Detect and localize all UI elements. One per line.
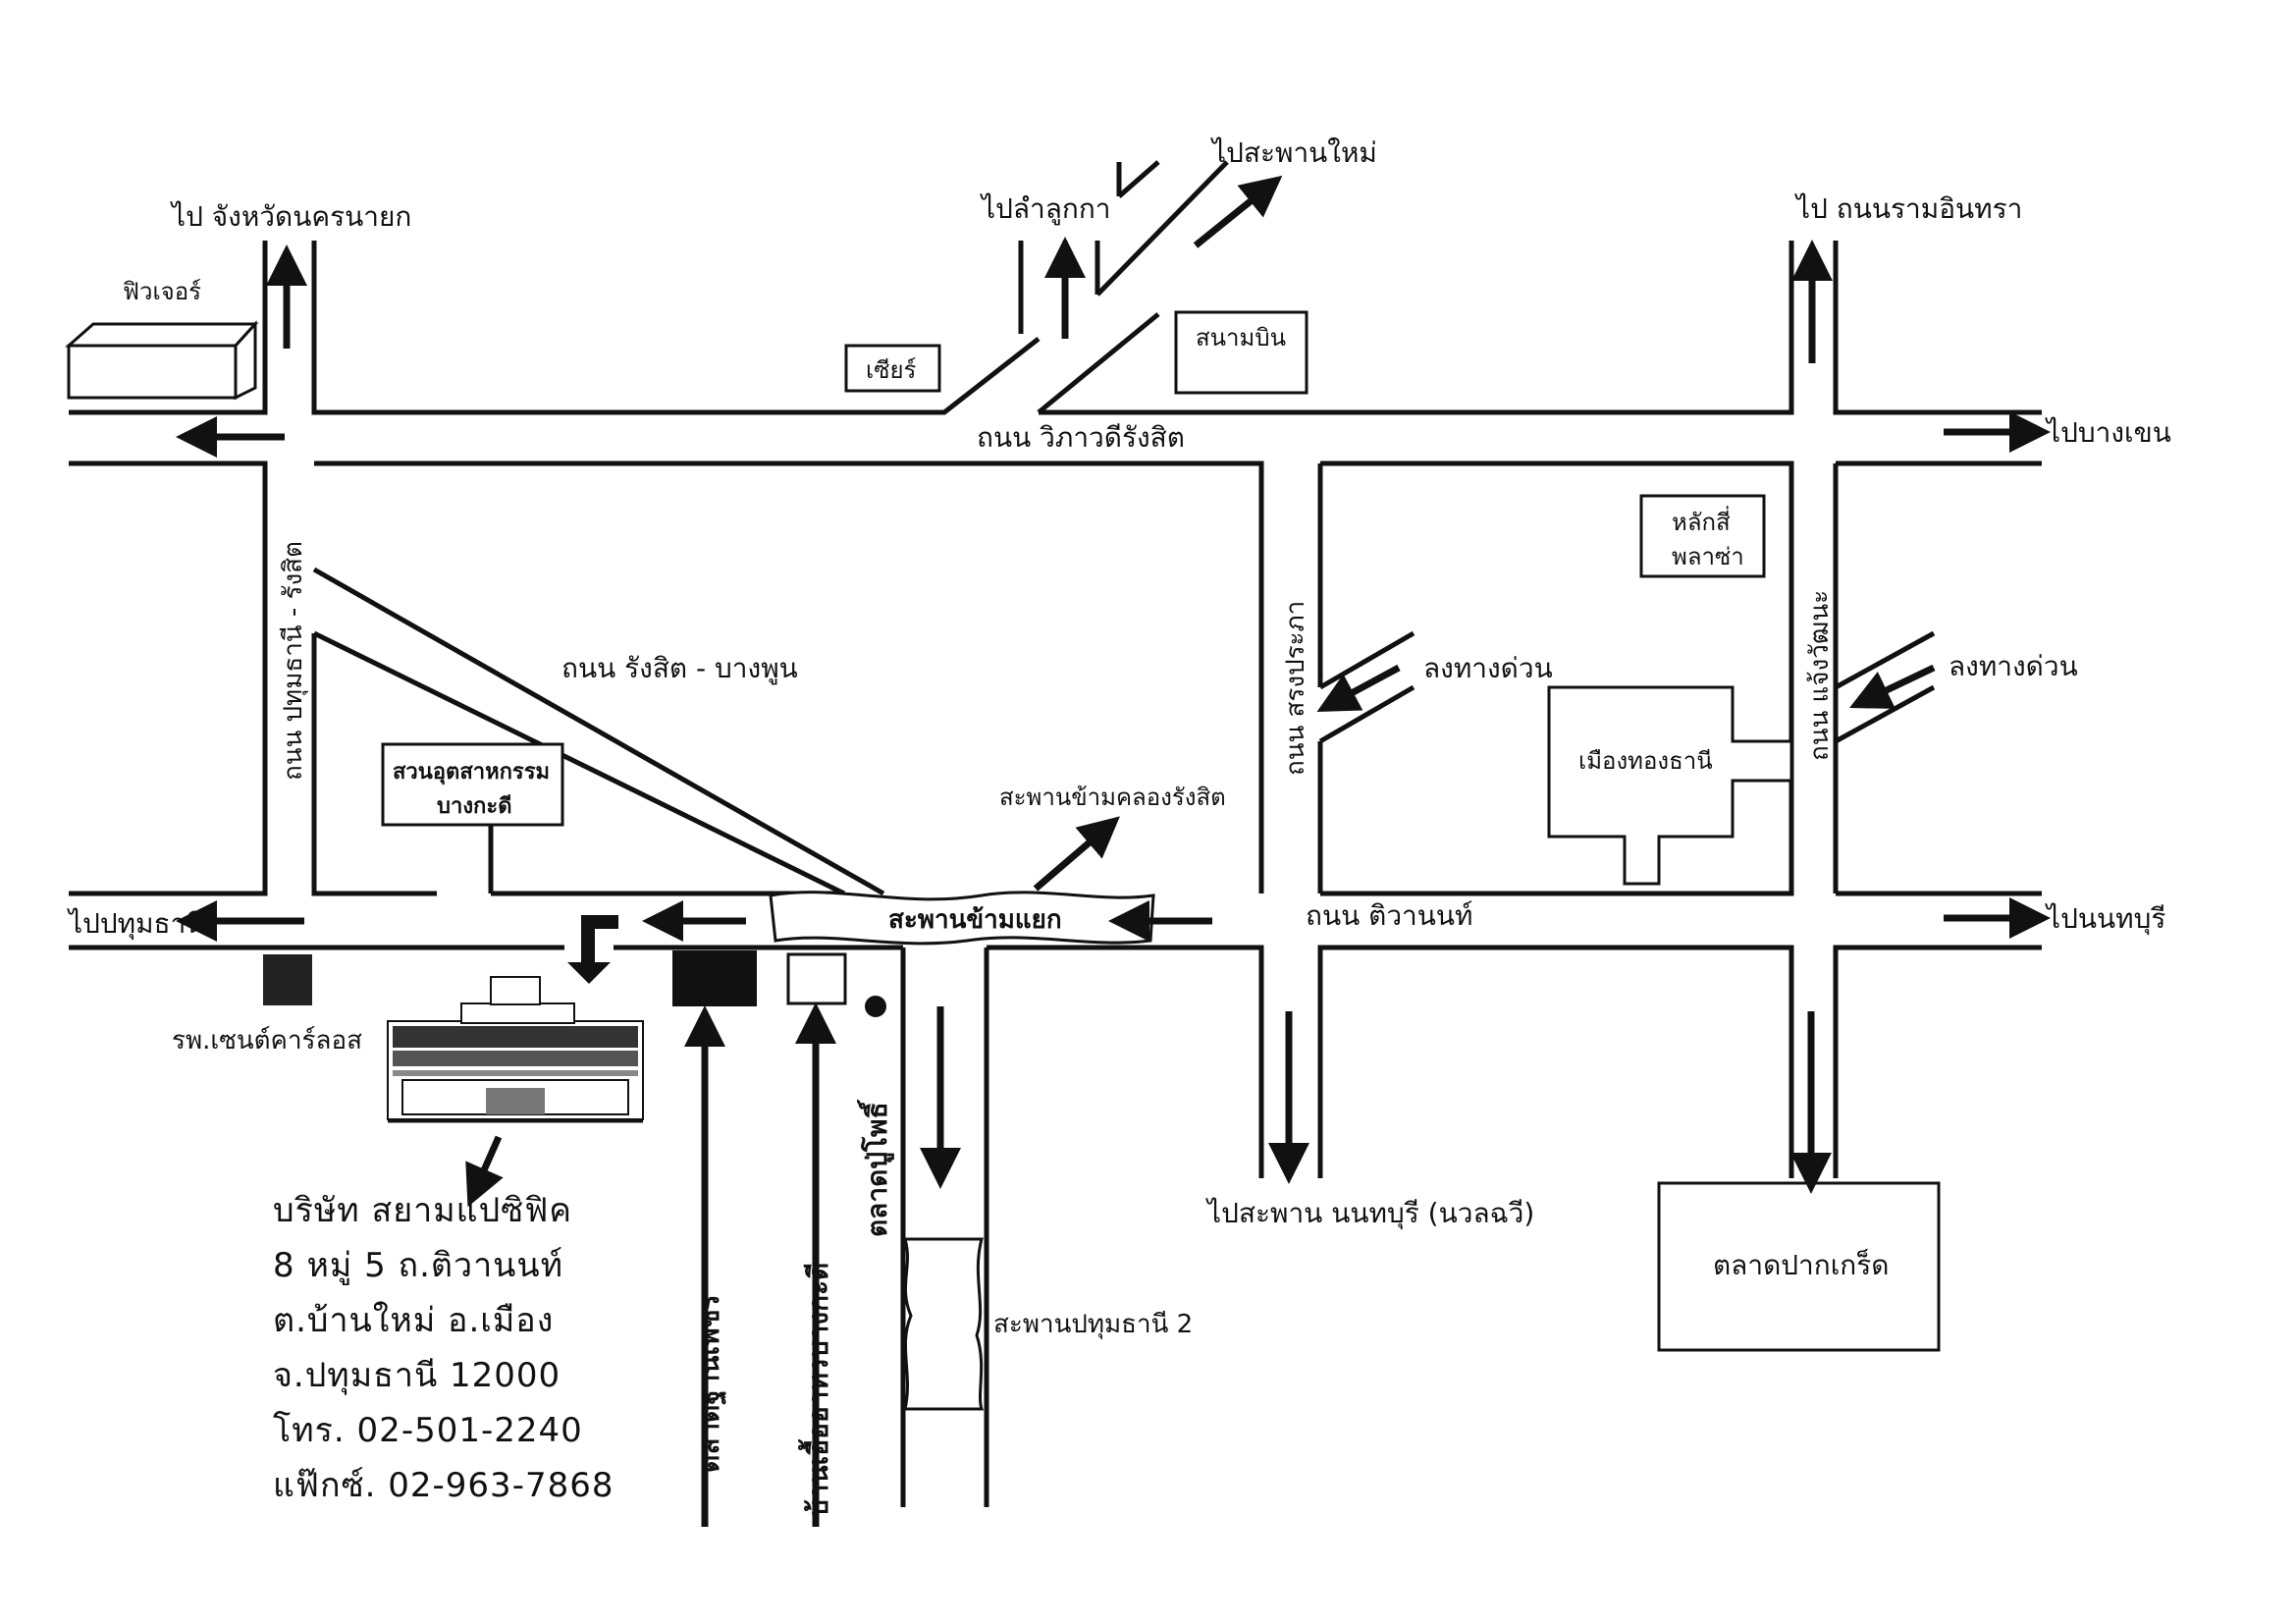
- fax: แฟ๊กซ์. 02-963-7868: [273, 1466, 614, 1505]
- sears-box: [844, 344, 941, 393]
- label-tiwanon-rd: ถนน ติวานนท์: [1306, 899, 1473, 932]
- label-pathum-thani: ไปปทุมธานี: [67, 907, 205, 941]
- direction-arrows: [176, 175, 2051, 1527]
- phone: โทร. 02-501-2240: [273, 1411, 583, 1450]
- pak-kret-box: [1657, 1181, 1941, 1352]
- lak-si-box: [1639, 494, 1766, 578]
- label-nakhon-nayok: ไป จังหวัดนครนายก: [170, 200, 411, 233]
- label-industrial-1: สวนอุตสาหกรรม: [393, 760, 550, 785]
- address-line-2: ต.บ้านใหม่ อ.เมือง: [273, 1301, 555, 1340]
- label-expressway-1: ลงทางด่วน: [1423, 652, 1553, 684]
- label-expressway-2: ลงทางด่วน: [1949, 650, 2078, 682]
- label-lam-luk-ka: ไปลำลูกกา: [980, 192, 1111, 226]
- lam-luk-ka-road: [1018, 241, 1068, 339]
- label-ban-eua-arthorn: บ้านเอื้ออาทรบางกะดี: [797, 1263, 834, 1517]
- company-name: บริษัท สยามแปซิฟิค: [273, 1191, 573, 1230]
- label-songprapa-rd: ถนน สรงประภา: [1281, 601, 1310, 776]
- label-pathum-bridge-2: สะพานปทุมธานี 2: [993, 1310, 1193, 1339]
- talad-tharn-phet-marker: [672, 950, 757, 1006]
- label-nonthaburi-bridge: ไปสะพาน นนทบุรี (นวลฉวี): [1205, 1197, 1534, 1230]
- pathum-bridge-2-shape: [903, 1237, 985, 1411]
- label-plaza: พลาซ่า: [1672, 543, 1744, 570]
- ban-eua-marker: [786, 952, 847, 1005]
- label-talad-tharn-phet: ตลาดฐานเพชร: [693, 1294, 727, 1473]
- label-muang-thong: เมืองทองธานี: [1578, 747, 1713, 775]
- rangsit-bangphun-road: [311, 567, 885, 896]
- industrial-box: [381, 742, 564, 827]
- label-overpass: สะพานข้ามแยก: [888, 905, 1062, 935]
- address-line-1: 8 หมู่ 5 ถ.ติวานนท์: [273, 1246, 564, 1285]
- label-vibhavadi: ถนน วิภาวดีรังสิต: [977, 421, 1185, 454]
- hospital-marker: [263, 954, 312, 1005]
- label-pak-kret-market: ตลาดปากเกร็ด: [1713, 1248, 1889, 1281]
- label-bang-khen: ไปบางเขน: [2045, 416, 2171, 449]
- label-industrial-2: บางกะดี: [437, 794, 511, 819]
- airport-box: [1174, 310, 1308, 395]
- company-address: บริษัท สยามแปซิฟิค 8 หมู่ 5 ถ.ติวานนท์ ต…: [273, 1183, 614, 1513]
- label-sears: เซียร์: [866, 356, 917, 384]
- label-rangsit-bangphun-rd: ถนน รังสิต - บางพูน: [561, 652, 798, 685]
- label-lak-si: หลักสี่: [1672, 506, 1731, 536]
- vibhavadi-road: [69, 241, 2042, 896]
- label-hospital: รพ.เซนต์คาร์ลอส: [172, 1026, 362, 1056]
- label-khlong-rangsit-bridge: สะพานข้ามคลองรังสิต: [999, 784, 1226, 811]
- label-saphan-mai: ไปสะพานใหม่: [1210, 136, 1377, 169]
- label-airport: สนามบิน: [1196, 324, 1286, 352]
- label-talad-pupho: ตลาดปู่โพธิ์: [857, 1100, 894, 1237]
- address-line-3: จ.ปทุมธานี 12000: [273, 1356, 561, 1395]
- label-chaengwattana-rd: ถนน แจ้งวัฒนะ: [1805, 590, 1835, 761]
- label-nonthaburi: ไปนนทบุรี: [2045, 902, 2165, 936]
- future-building: [65, 320, 259, 401]
- talad-pupho-dot: [865, 996, 886, 1017]
- label-pathum-rangsit-rd: ถนน ปทุมธานี - รังสิต: [279, 541, 308, 781]
- overpass-shape: [769, 891, 1155, 946]
- company-turn-arrow: [567, 915, 618, 984]
- label-ram-inthra: ไป ถนนรามอินทรา: [1794, 192, 2022, 225]
- map-labels: ไป จังหวัดนครนายก ฟิวเจอร์ ไปลำลูกกา ไปส…: [67, 136, 2171, 1517]
- label-future: ฟิวเจอร์: [123, 278, 201, 305]
- company-building-icon: [387, 976, 644, 1123]
- saphan-mai-road: [1095, 160, 1229, 297]
- tiwanon-road: [69, 891, 2042, 1507]
- muang-thong-outline: [1547, 685, 1793, 886]
